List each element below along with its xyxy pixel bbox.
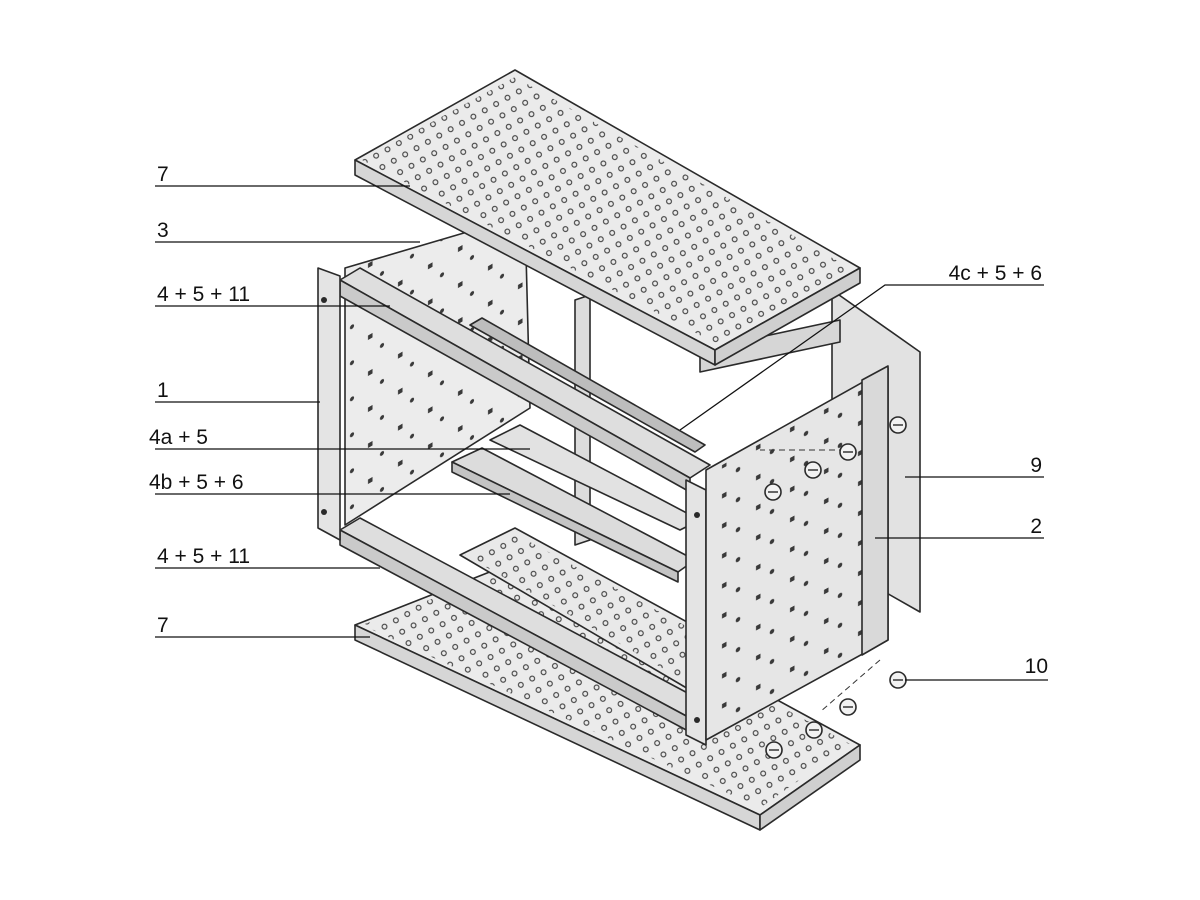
screw xyxy=(804,461,822,479)
leader-lines xyxy=(155,185,1048,681)
callout-mid-rail-a: 4a + 5 xyxy=(149,426,208,449)
callout-top-cover: 7 xyxy=(157,163,169,186)
screw xyxy=(889,416,907,434)
callout-rear-rail: 4c + 5 + 6 xyxy=(949,262,1042,285)
screw xyxy=(839,698,857,716)
callout-side-rail: 3 xyxy=(157,219,169,242)
screw xyxy=(765,741,783,759)
callout-lower-front-rail: 4 + 5 + 11 xyxy=(157,545,250,568)
screw-group xyxy=(760,416,907,759)
screw xyxy=(805,721,823,739)
callout-upper-front-rail: 4 + 5 + 11 xyxy=(157,283,250,306)
callout-labels: 7 3 4 + 5 + 11 1 4a + 5 4b + 5 + 6 4 + 5… xyxy=(149,163,1048,678)
callout-front-frame: 1 xyxy=(157,379,169,402)
callout-rear-panel: 9 xyxy=(1030,454,1042,477)
leader-rear-rail xyxy=(679,284,1044,431)
outer-side-panel xyxy=(705,365,889,741)
front-frame xyxy=(317,267,707,746)
callout-bottom-cover: 7 xyxy=(157,614,169,637)
callout-screw: 10 xyxy=(1025,655,1048,678)
screw xyxy=(889,671,907,689)
top-cover xyxy=(354,69,861,366)
screw xyxy=(764,483,782,501)
callout-side-panel: 2 xyxy=(1030,515,1042,538)
screw xyxy=(839,443,857,461)
callout-mid-rail-b: 4b + 5 + 6 xyxy=(149,471,244,494)
